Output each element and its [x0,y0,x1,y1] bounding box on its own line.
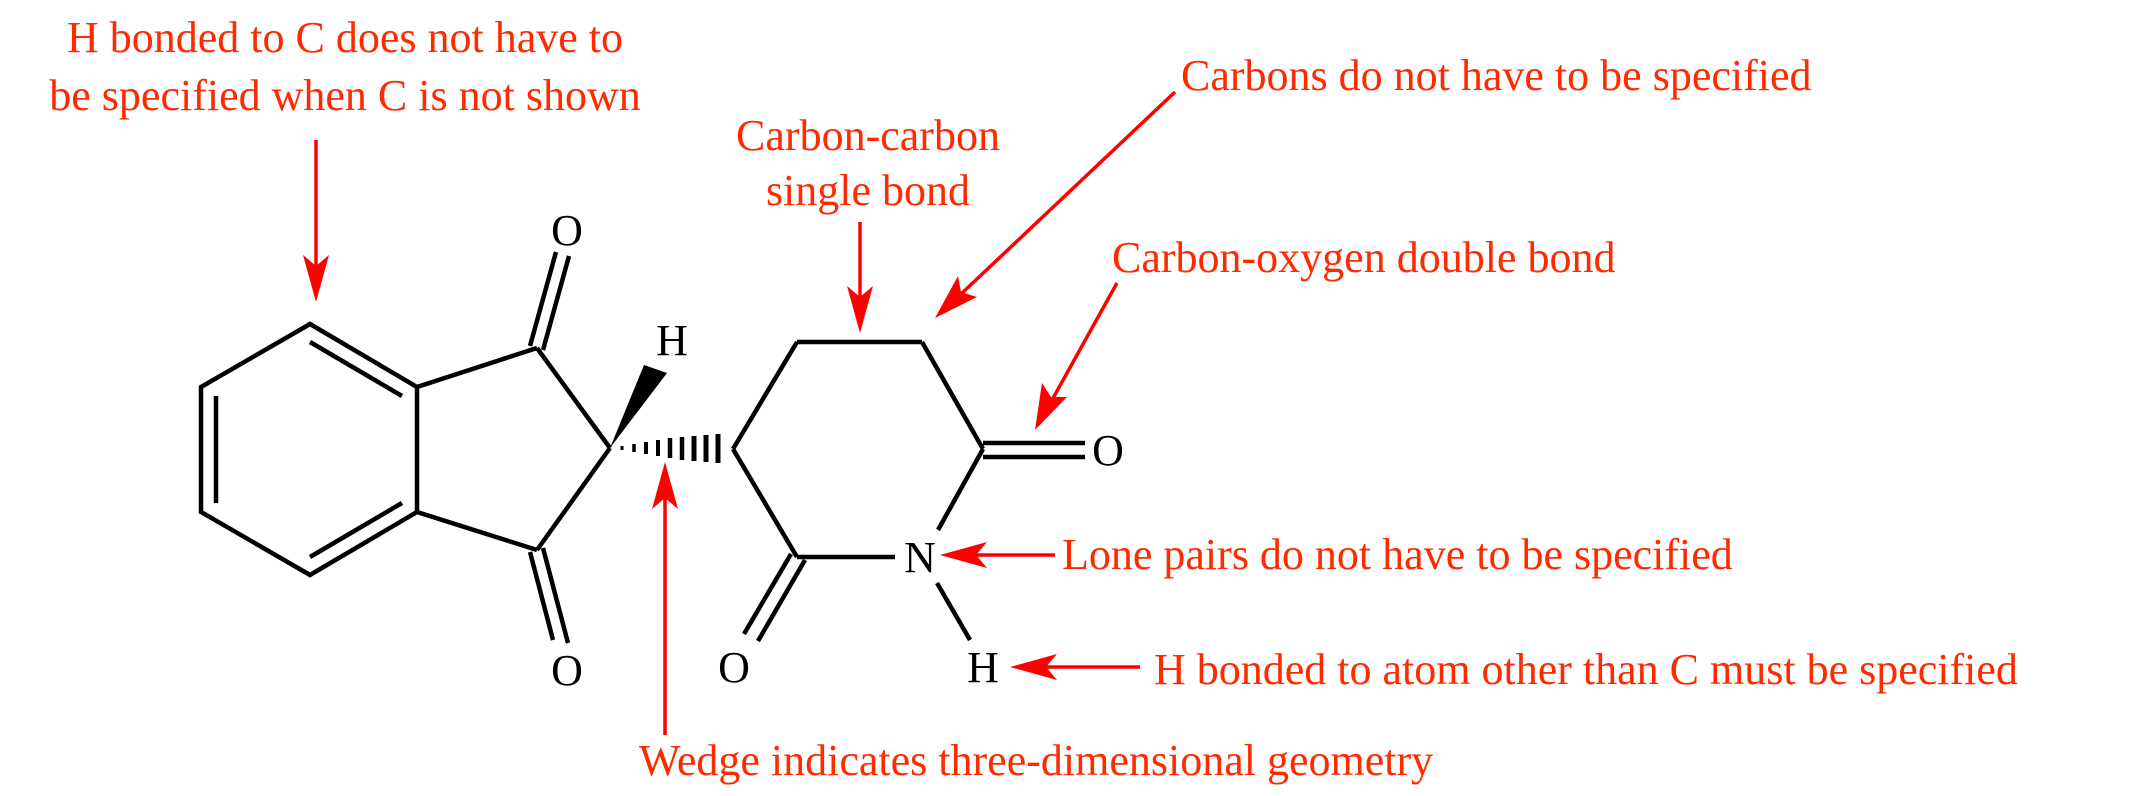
label-h-on-c-line1: H bonded to C does not have to [67,13,623,62]
label-cc-single-line1: Carbon-carbon [736,111,1000,160]
n-h-bond [935,581,972,642]
arrow-h-on-hetero [1010,654,1140,680]
arrow-cc-single [847,222,873,333]
atom-h-wedge: H [656,316,688,365]
carbonyl-ring-bottom [742,552,807,643]
arrow-wedge [652,462,678,735]
five-membered-ring [416,345,612,553]
atom-h-on-n: H [967,643,999,692]
label-wedge: Wedge indicates three-dimensional geomet… [639,736,1433,785]
atom-o-right: O [1092,426,1124,475]
solid-wedge-bond [610,365,667,448]
arrow-h-on-c [303,140,329,302]
arrow-carbons [935,90,1177,318]
arrow-lone-pairs [940,542,1055,568]
label-cc-single-line2: single bond [766,166,970,215]
label-h-on-hetero: H bonded to atom other than C must be sp… [1154,645,2018,694]
arrow-co-double [1035,282,1119,430]
hashed-wedge-bond [620,434,721,463]
benzene-ring [198,321,420,578]
carbonyl-right [983,440,1085,460]
glutarimide-ring [731,339,985,560]
atom-o-ring-bottom: O [718,643,750,692]
label-h-on-c-line2: be specified when C is not shown [49,71,640,120]
label-lone-pairs: Lone pairs do not have to be specified [1062,530,1733,579]
label-carbons: Carbons do not have to be specified [1181,51,1812,100]
label-co-double: Carbon-oxygen double bond [1112,233,1615,282]
carbonyl-bottom [527,547,571,644]
carbonyl-top [527,251,572,351]
atom-n: N [904,533,936,582]
atom-o-bottom-left: O [551,646,583,695]
atom-o-top: O [551,206,583,255]
